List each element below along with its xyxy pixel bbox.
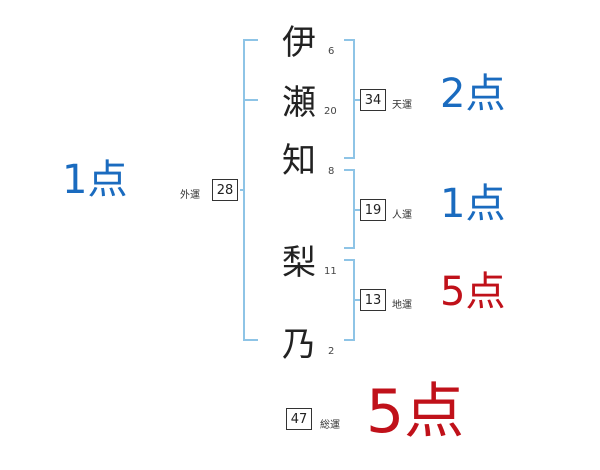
gaiun-label: 外運 bbox=[180, 190, 200, 201]
jinun-value: 19 bbox=[360, 199, 386, 221]
chiun-score: 5点 bbox=[440, 269, 506, 315]
jinun-label: 人運 bbox=[392, 210, 412, 221]
tenun-score: 2点 bbox=[440, 71, 506, 117]
tenun-label: 天運 bbox=[392, 100, 412, 111]
name-char-3: 知 bbox=[282, 141, 316, 181]
gaiun-value: 28 bbox=[212, 179, 238, 201]
souun-label: 総運 bbox=[320, 420, 340, 431]
name-char-4: 梨 bbox=[282, 243, 316, 283]
name-char-2: 瀬 bbox=[282, 83, 316, 123]
jinun-score: 1点 bbox=[440, 181, 506, 227]
gaiun-score: 1点 bbox=[62, 157, 128, 203]
stroke-count-3: 8 bbox=[328, 166, 335, 177]
name-char-5: 乃 bbox=[282, 325, 316, 365]
stroke-count-1: 6 bbox=[328, 46, 335, 57]
chiun-label: 地運 bbox=[392, 300, 412, 311]
chiun-value: 13 bbox=[360, 289, 386, 311]
stroke-count-5: 2 bbox=[328, 346, 335, 357]
tenun-value: 34 bbox=[360, 89, 386, 111]
stroke-count-2: 20 bbox=[324, 106, 337, 117]
name-char-1: 伊 bbox=[282, 23, 316, 63]
souun-value: 47 bbox=[286, 408, 312, 430]
souun-score: 5点 bbox=[366, 377, 465, 447]
stroke-count-4: 11 bbox=[324, 266, 337, 277]
